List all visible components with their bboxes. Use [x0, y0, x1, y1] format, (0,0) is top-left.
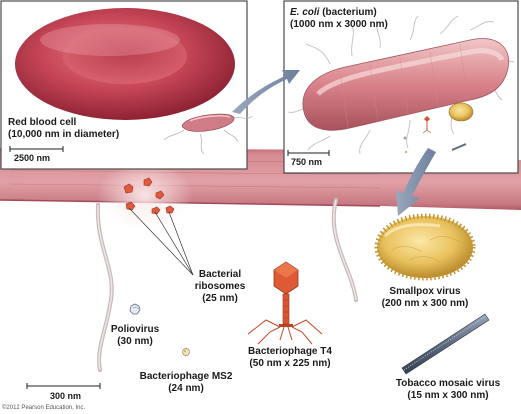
ribosomes-line2: ribosomes	[194, 281, 246, 292]
tmv-label: Tobacco mosaic virus (15 nm x 300 nm)	[388, 378, 508, 402]
ribosomes	[123, 177, 175, 215]
ecoli-bacterium	[302, 38, 510, 131]
bacteriophage-ms2	[182, 348, 190, 356]
zoom-arrow-rbc-to-ecoli	[232, 70, 300, 114]
poliovirus-label: Poliovirus (30 nm)	[105, 324, 165, 348]
smallpox-name: Smallpox virus	[389, 286, 461, 297]
ecoli-scale-label: 750 nm	[291, 157, 323, 167]
ms2-name: Bacteriophage MS2	[139, 371, 233, 382]
bacteriophage-t4	[247, 261, 323, 345]
copyright: ©2012 Pearson Education, Inc.	[2, 405, 86, 411]
tmv-name: Tobacco mosaic virus	[395, 378, 501, 389]
ribosomes-size: (25 nm)	[202, 293, 238, 304]
ribosome-leader-lines	[128, 207, 194, 276]
ecoli-label: E. coli (bacterium) (1000 nm x 3000 nm)	[290, 7, 388, 31]
rbc-name: Red blood cell	[8, 117, 77, 128]
ecoli-panel-tmv	[451, 143, 467, 151]
zoom-arrow-ecoli-to-main	[396, 148, 436, 216]
ecoli-size: (1000 nm x 3000 nm)	[290, 19, 388, 30]
tmv-size: (15 nm x 300 nm)	[407, 390, 489, 401]
t4-name: Bacteriophage T4	[248, 346, 332, 357]
t4-label: Bacteriophage T4 (50 nm x 225 nm)	[240, 346, 340, 370]
t4-size: (50 nm x 225 nm)	[249, 358, 331, 369]
polio-size: (30 nm)	[117, 336, 153, 347]
ms2-label: Bacteriophage MS2 (24 nm)	[136, 371, 236, 395]
rbc-scale-label: 2500 nm	[14, 153, 51, 163]
ecoli-panel-smallpox	[448, 102, 474, 122]
smallpox-virus	[374, 213, 476, 281]
poliovirus	[129, 303, 141, 315]
mini-ecoli-in-panel	[163, 113, 253, 155]
smallpox-size: (200 nm x 300 nm)	[381, 298, 469, 309]
tobacco-mosaic-virus	[401, 313, 490, 375]
rbc-size: (10,000 nm in diameter)	[8, 129, 120, 140]
ecoli-panel-phage	[422, 116, 432, 134]
ecoli-name: E. coli	[290, 7, 320, 18]
smallpox-label: Smallpox virus (200 nm x 300 nm)	[375, 286, 475, 310]
main-scale-label: 300 nm	[50, 391, 82, 401]
ecoli-kind: (bacterium)	[319, 7, 377, 18]
ms2-size: (24 nm)	[168, 383, 204, 394]
rbc-label: Red blood cell (10,000 nm in diameter)	[8, 117, 119, 141]
ribosomes-label: Bacterial ribosomes (25 nm)	[185, 269, 255, 305]
ribosome-glow	[97, 159, 193, 231]
polio-name: Poliovirus	[110, 324, 160, 335]
ribosomes-line1: Bacterial	[198, 269, 242, 280]
